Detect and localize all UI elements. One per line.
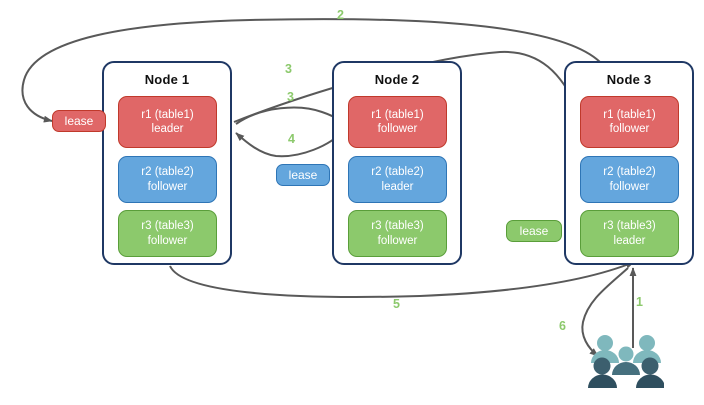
lease-label: lease bbox=[288, 168, 318, 182]
replica-role: follower bbox=[147, 180, 188, 193]
replica-role: follower bbox=[609, 180, 650, 193]
lease-badge-r1[interactable]: lease bbox=[52, 110, 106, 132]
replica-name: r2 (table2) bbox=[603, 166, 656, 178]
replica-name: r1 (table1) bbox=[141, 108, 194, 121]
users-icon bbox=[588, 335, 664, 388]
node-title: Node 3 bbox=[606, 72, 652, 87]
replica-name: r2 (table2) bbox=[371, 166, 424, 178]
lease-badge-r3[interactable]: lease bbox=[506, 220, 562, 242]
replica-name: r1 (table1) bbox=[603, 108, 656, 121]
replica-n1-r2[interactable]: r2 (table2) follower bbox=[118, 156, 217, 203]
replica-n2-r1[interactable]: r1 (table1) follower bbox=[348, 96, 447, 148]
replica-role: leader bbox=[381, 180, 414, 193]
replica-role: follower bbox=[377, 123, 418, 135]
replica-name: r1 (table1) bbox=[371, 108, 424, 121]
replica-name: r3 (table3) bbox=[371, 220, 424, 232]
lease-label: lease bbox=[64, 114, 94, 128]
step-label-1: 1 bbox=[636, 295, 643, 309]
replica-name: r2 (table2) bbox=[141, 166, 194, 178]
node-title: Node 2 bbox=[374, 72, 420, 87]
replica-n2-r3[interactable]: r3 (table3) follower bbox=[348, 210, 447, 257]
edge-step-5 bbox=[169, 261, 635, 298]
replica-role: leader bbox=[613, 234, 646, 247]
replica-n1-r3[interactable]: r3 (table3) follower bbox=[118, 210, 217, 257]
step-label-6: 6 bbox=[559, 319, 566, 333]
step-label-4: 4 bbox=[288, 132, 295, 146]
step-label-3a: 3 bbox=[285, 62, 292, 76]
replica-name: r3 (table3) bbox=[603, 220, 656, 232]
replica-n2-r2[interactable]: r2 (table2) leader bbox=[348, 156, 447, 203]
step-label-5: 5 bbox=[393, 297, 400, 311]
replica-name: r3 (table3) bbox=[141, 220, 194, 232]
edge-step-3-lower bbox=[235, 106, 346, 125]
replica-n3-r1[interactable]: r1 (table1) follower bbox=[580, 96, 679, 148]
lease-badge-r2[interactable]: lease bbox=[276, 164, 330, 186]
replica-role: follower bbox=[609, 123, 650, 135]
replica-role: leader bbox=[151, 123, 184, 135]
step-label-3b: 3 bbox=[287, 90, 294, 104]
node-title: Node 1 bbox=[144, 72, 190, 87]
replica-n3-r2[interactable]: r2 (table2) follower bbox=[580, 156, 679, 203]
replica-role: follower bbox=[377, 234, 418, 247]
replica-role: follower bbox=[147, 234, 188, 247]
step-label-2: 2 bbox=[337, 8, 344, 22]
lease-label: lease bbox=[519, 224, 549, 238]
replica-n1-r1[interactable]: r1 (table1) leader bbox=[118, 96, 217, 148]
replica-n3-r3[interactable]: r3 (table3) leader bbox=[580, 210, 679, 257]
